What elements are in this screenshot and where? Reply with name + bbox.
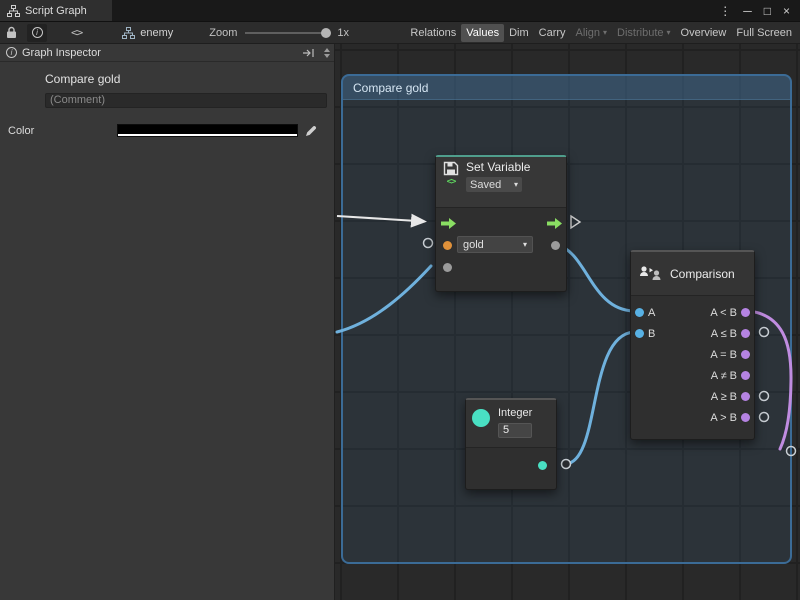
- graph-inspector-title: Graph Inspector: [22, 47, 101, 59]
- chevron-down-icon: ▾: [603, 29, 607, 37]
- script-graph-icon: [7, 5, 20, 17]
- chevron-down-icon: ▾: [523, 241, 527, 249]
- info-icon: i: [6, 47, 17, 58]
- toolbar-buttons: Relations Values Dim Carry Align▾ Distri…: [405, 22, 800, 43]
- code-icon[interactable]: <>: [71, 26, 82, 39]
- comparison-row: A A < B: [631, 302, 754, 323]
- input-a-port[interactable]: [635, 308, 644, 317]
- color-swatch[interactable]: [117, 124, 298, 137]
- output-label: A > B: [710, 412, 737, 424]
- value-out-port[interactable]: [551, 241, 560, 250]
- flow-out-port[interactable]: [547, 218, 562, 232]
- titlebar: Script Graph ⋮ ─ □ ×: [0, 0, 800, 22]
- node-integer[interactable]: Integer 5: [465, 398, 557, 490]
- comparison-rows: A A < B B A ≤ B A = B: [631, 296, 754, 428]
- input-a-label: A: [648, 307, 655, 319]
- output-label: A ≠ B: [711, 370, 737, 382]
- relations-button[interactable]: Relations: [405, 24, 461, 42]
- dim-button[interactable]: Dim: [504, 24, 534, 42]
- zoom-value: 1x: [337, 27, 349, 39]
- variable-name-dropdown[interactable]: gold ▾: [457, 236, 533, 253]
- value-in-port[interactable]: [443, 263, 452, 272]
- output-label: A < B: [710, 307, 737, 319]
- output-port[interactable]: [741, 329, 750, 338]
- graph-inspector-panel: i Graph Inspector Compare gold (Comment)…: [0, 44, 335, 600]
- dock-panel-icon[interactable]: [302, 48, 315, 58]
- set-variable-header: <> Set Variable Saved ▾: [436, 157, 566, 208]
- graph-title-text: Compare gold: [45, 72, 334, 86]
- variable-icon: <>: [447, 177, 456, 187]
- integer-header: Integer 5: [466, 400, 556, 448]
- integer-icon: [472, 409, 490, 427]
- group-header[interactable]: Compare gold: [343, 76, 790, 100]
- comparison-icon: [639, 265, 663, 282]
- carry-button[interactable]: Carry: [534, 24, 571, 42]
- distribute-button[interactable]: Distribute▾: [612, 24, 675, 42]
- breadcrumb[interactable]: enemy: [122, 27, 173, 39]
- output-label: A ≥ B: [711, 391, 737, 403]
- maximize-icon[interactable]: □: [764, 4, 771, 18]
- output-port[interactable]: [741, 371, 750, 380]
- window-menu-icon[interactable]: ⋮: [719, 4, 731, 18]
- zoom-slider-track: [245, 32, 331, 34]
- graph-toolbar: i <> enemy Zoom 1x Relations Values Dim …: [0, 22, 800, 44]
- align-button[interactable]: Align▾: [571, 24, 612, 42]
- node-title: Integer: [498, 407, 532, 419]
- graph-inspector-header: i Graph Inspector: [0, 44, 334, 62]
- info-icon: i: [32, 27, 43, 38]
- comparison-row: B A ≤ B: [631, 323, 754, 344]
- zoom-slider[interactable]: [245, 26, 331, 40]
- comparison-row: A = B: [631, 344, 754, 365]
- flow-in-port[interactable]: [441, 218, 456, 232]
- color-label: Color: [0, 125, 117, 137]
- minimize-icon[interactable]: ─: [743, 4, 752, 18]
- graph-canvas[interactable]: Compare gold: [335, 44, 800, 600]
- input-b-port[interactable]: [635, 329, 644, 338]
- output-port[interactable]: [741, 308, 750, 317]
- node-set-variable[interactable]: <> Set Variable Saved ▾: [435, 155, 567, 292]
- inspector-toggle-button[interactable]: i: [27, 24, 47, 42]
- window-controls: ⋮ ─ □ ×: [719, 0, 800, 21]
- node-comparison[interactable]: Comparison A A < B B A ≤ B: [630, 250, 755, 440]
- output-label: A ≤ B: [711, 328, 737, 340]
- output-port[interactable]: [741, 413, 750, 422]
- fullscreen-button[interactable]: Full Screen: [731, 24, 797, 42]
- integer-value-field[interactable]: 5: [498, 423, 532, 438]
- variable-scope-dropdown[interactable]: Saved ▾: [466, 177, 522, 192]
- color-row: Color: [0, 124, 334, 137]
- values-button[interactable]: Values: [461, 24, 504, 42]
- output-label: A = B: [710, 349, 737, 361]
- close-icon[interactable]: ×: [783, 4, 790, 18]
- tab-script-graph[interactable]: Script Graph: [0, 0, 112, 21]
- comparison-row: A ≠ B: [631, 365, 754, 386]
- comparison-row: A ≥ B: [631, 386, 754, 407]
- lock-icon[interactable]: [6, 26, 17, 39]
- breadcrumb-label: enemy: [140, 27, 173, 39]
- integer-body: [466, 448, 556, 490]
- comparison-row: A > B: [631, 407, 754, 428]
- overview-button[interactable]: Overview: [676, 24, 732, 42]
- zoom-label: Zoom: [209, 27, 237, 39]
- comment-field[interactable]: (Comment): [45, 93, 327, 108]
- main-split: i Graph Inspector Compare gold (Comment)…: [0, 44, 800, 600]
- output-port[interactable]: [741, 350, 750, 359]
- node-title: Set Variable: [466, 161, 530, 174]
- graph-asset-icon: [122, 27, 135, 39]
- scroll-arrows-icon[interactable]: [324, 48, 330, 58]
- node-title: Comparison: [670, 267, 735, 281]
- integer-output-port[interactable]: [538, 461, 547, 470]
- eyedropper-icon[interactable]: [305, 124, 318, 137]
- variable-name-port[interactable]: [443, 241, 452, 250]
- chevron-down-icon: ▾: [514, 181, 518, 189]
- zoom-slider-thumb[interactable]: [321, 28, 331, 38]
- comparison-header: Comparison: [631, 252, 754, 296]
- output-port[interactable]: [741, 392, 750, 401]
- chevron-down-icon: ▾: [667, 29, 671, 37]
- input-b-label: B: [648, 328, 655, 340]
- tab-title: Script Graph: [25, 5, 87, 17]
- save-icon: [443, 161, 459, 176]
